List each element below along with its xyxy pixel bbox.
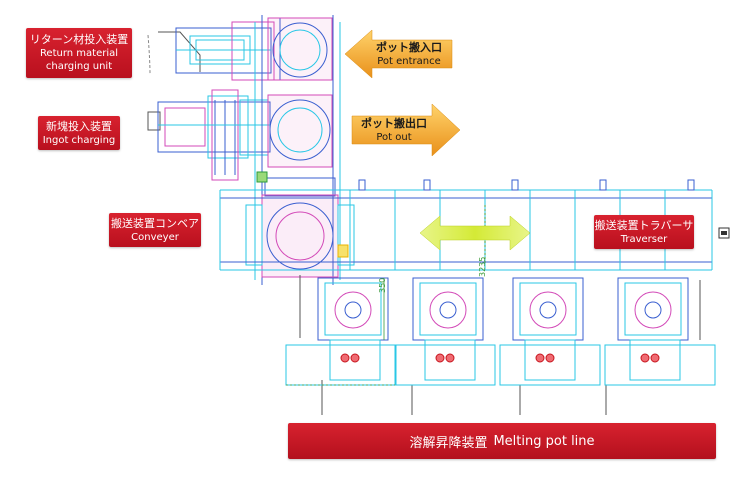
ingot-charging-en: Ingot charging: [42, 134, 116, 146]
traverser-jp: 搬送装置トラバーサ: [594, 218, 694, 232]
small-device-icon: [718, 227, 730, 239]
pot-entrance-label: ポット搬入口 Pot entrance: [368, 40, 450, 68]
pot-out-jp: ポット搬出口: [361, 116, 427, 130]
ingot-charging-mechanism: [147, 89, 271, 181]
conveyor-frame: [245, 15, 355, 285]
return-material-en-2: charging unit: [45, 61, 113, 72]
pot-entrance-en: Pot entrance: [377, 55, 441, 67]
melting-pot-line-jp: 溶解昇降装置: [409, 435, 488, 451]
dimension-350: 350: [378, 278, 387, 293]
pot-out-label: ポット搬出口 Pot out: [354, 116, 434, 144]
conveyer-jp: 搬送装置コンベア: [111, 216, 199, 230]
ingot-charging-label: 新塊投入装置 Ingot charging: [38, 116, 120, 150]
melting-station-2: [394, 277, 496, 415]
traverser-rails: [219, 179, 713, 271]
arrow-left-icon: [344, 29, 453, 79]
pot-entrance-jp: ポット搬入口: [376, 40, 442, 54]
conveyer-en: Conveyer: [131, 231, 179, 243]
traverser-en: Traverser: [620, 233, 668, 245]
return-charging-mechanism: [147, 17, 281, 81]
conveyer-label: 搬送装置コンベア Conveyer: [109, 213, 201, 247]
dimension-350-text: 350: [378, 277, 387, 293]
melting-pot-line-label: 溶解昇降装置 Melting pot line: [288, 423, 716, 459]
pot-out-en: Pot out: [376, 131, 412, 143]
dimension-3235-text: 3235: [478, 256, 487, 277]
melting-station-4: [604, 277, 716, 415]
melting-station-1: [285, 275, 397, 415]
melting-pot-line-en: Melting pot line: [493, 433, 595, 449]
return-material-jp: リターン材投入装置: [29, 33, 129, 46]
dimension-lines: [286, 278, 395, 386]
traverser-label: 搬送装置トラバーサ Traverser: [594, 215, 694, 249]
dimension-3235: 3235: [478, 257, 487, 277]
melting-station-3: [499, 277, 601, 415]
ingot-charging-jp: 新塊投入装置: [46, 119, 112, 133]
return-material-en-1: Return material: [39, 48, 119, 59]
double-arrow-icon: [419, 215, 531, 251]
return-material-label: リターン材投入装置 Return material charging unit: [26, 28, 132, 78]
arrow-right-icon: [351, 103, 461, 157]
